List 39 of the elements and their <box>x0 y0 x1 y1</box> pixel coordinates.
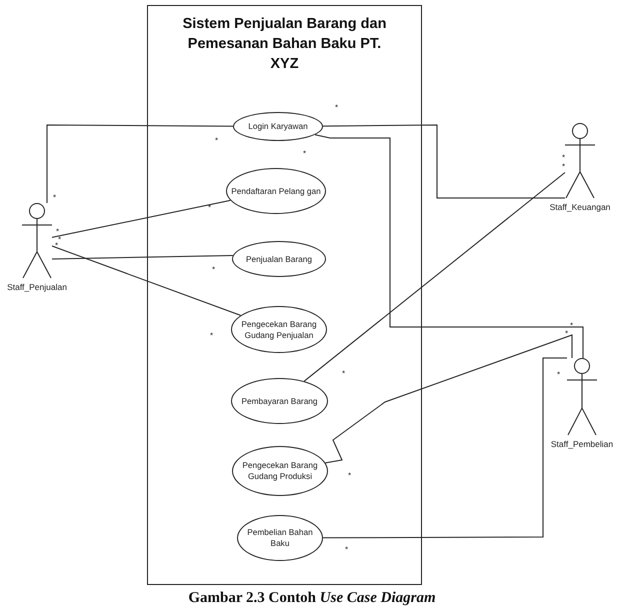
multiplicity-label: * <box>55 242 58 250</box>
multiplicity-label: * <box>303 150 306 158</box>
association-line <box>52 255 234 260</box>
system-boundary <box>147 5 422 585</box>
multiplicity-label: * <box>345 546 348 554</box>
use-case-ellipse: Pengecekan Barang Gudang Produksi <box>232 446 328 496</box>
multiplicity-label: * <box>562 154 566 162</box>
association-line <box>314 134 584 358</box>
association-line <box>322 358 568 538</box>
association-line <box>322 124 566 198</box>
use-case-ellipse: Penjualan Barang <box>232 241 326 277</box>
multiplicity-label: * <box>212 266 216 274</box>
multiplicity-label: * <box>348 472 352 480</box>
association-line <box>304 172 566 382</box>
multiplicity-label: * <box>557 371 560 379</box>
multiplicity-label: * <box>562 163 566 171</box>
use-case-ellipse: Login Karyawan <box>233 112 323 141</box>
actor-name: Staff_Pembelian <box>550 439 614 449</box>
association-line <box>324 334 572 464</box>
system-title: Sistem Penjualan Barang dan Pemesanan Bahan Baku PT. XYZ <box>182 15 388 74</box>
actor-name: Staff_Keuangan <box>550 202 610 212</box>
use-case-ellipse: Pendaftaran Pelang gan <box>226 168 326 214</box>
multiplicity-label: * <box>53 194 56 202</box>
use-case-ellipse: Pembelian Bahan Baku <box>237 515 323 561</box>
association-line <box>52 246 242 316</box>
figure-caption: Gambar 2.3 Contoh Use Case Diagram <box>187 590 437 607</box>
actor-name: Staff_Penjualan <box>7 282 67 292</box>
multiplicity-label: * <box>570 322 574 330</box>
multiplicity-label: * <box>335 104 338 112</box>
association-line <box>52 200 231 238</box>
use-case-ellipse: Pengecekan Barang Gudang Penjualan <box>231 306 327 353</box>
association-line <box>46 124 234 204</box>
use-case-ellipse: Pembayaran Barang <box>231 378 328 424</box>
multiplicity-label: * <box>58 236 62 244</box>
multiplicity-label: * <box>342 370 346 378</box>
multiplicity-label: * <box>210 332 214 340</box>
multiplicity-label: * <box>56 228 60 236</box>
multiplicity-label: * <box>565 330 568 338</box>
multiplicity-label: * <box>215 137 218 145</box>
